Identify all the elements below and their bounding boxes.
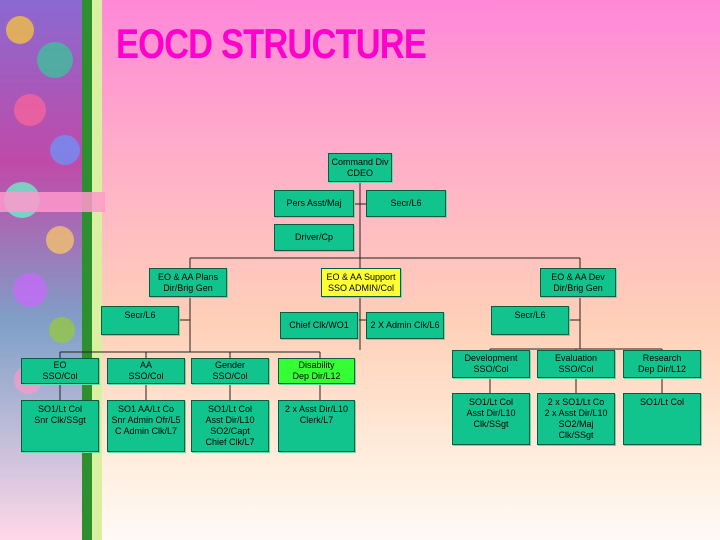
node-secr-plans: Secr/L6 [101, 306, 179, 335]
node-eo-aa-dev: EO & AA Dev Dir/Brig Gen [540, 268, 616, 297]
node-aa: AA SSO/Col [107, 358, 185, 384]
node-disability-staff: 2 x Asst Dir/L10 Clerk/L7 [278, 400, 355, 452]
node-eo-staff: SO1/Lt Col Snr Clk/SSgt [21, 400, 99, 452]
node-pers-asst: Pers Asst/Maj [274, 190, 354, 217]
node-gender: Gender SSO/Col [191, 358, 269, 384]
page-title: EOCD STRUCTURE [116, 20, 427, 67]
node-evaluation: Evaluation SSO/Col [537, 350, 615, 378]
node-command-div: Command Div CDEO [328, 153, 392, 182]
node-eo-aa-plans: EO & AA Plans Dir/Brig Gen [149, 268, 227, 297]
node-evaluation-staff: 2 x SO1/Lt Co 2 x Asst Dir/L10 SO2/Maj C… [537, 393, 615, 445]
node-aa-staff: SO1 AA/Lt Co Snr Admin Ofr/L5 C Admin Cl… [107, 400, 185, 452]
node-admin-clk: 2 X Admin Clk/L6 [366, 312, 444, 339]
node-research-staff: SO1/Lt Col [623, 393, 701, 445]
node-development: Development SSO/Col [452, 350, 530, 378]
node-secr-top: Secr/L6 [366, 190, 446, 217]
node-disability: Disability Dep Dir/L12 [278, 358, 355, 384]
node-secr-dev: Secr/L6 [491, 306, 569, 335]
decorative-collage [0, 0, 105, 540]
node-research: Research Dep Dir/L12 [623, 350, 701, 378]
node-eo-aa-support: EO & AA Support SSO ADMIN/Col [321, 268, 401, 297]
node-eo: EO SSO/Col [21, 358, 99, 384]
node-development-staff: SO1/Lt Col Asst Dir/L10 Clk/SSgt [452, 393, 530, 445]
node-gender-staff: SO1/Lt Col Asst Dir/L10 SO2/Capt Chief C… [191, 400, 269, 452]
node-driver: Driver/Cp [274, 224, 354, 251]
node-chief-clk: Chief Clk/WO1 [280, 312, 358, 339]
